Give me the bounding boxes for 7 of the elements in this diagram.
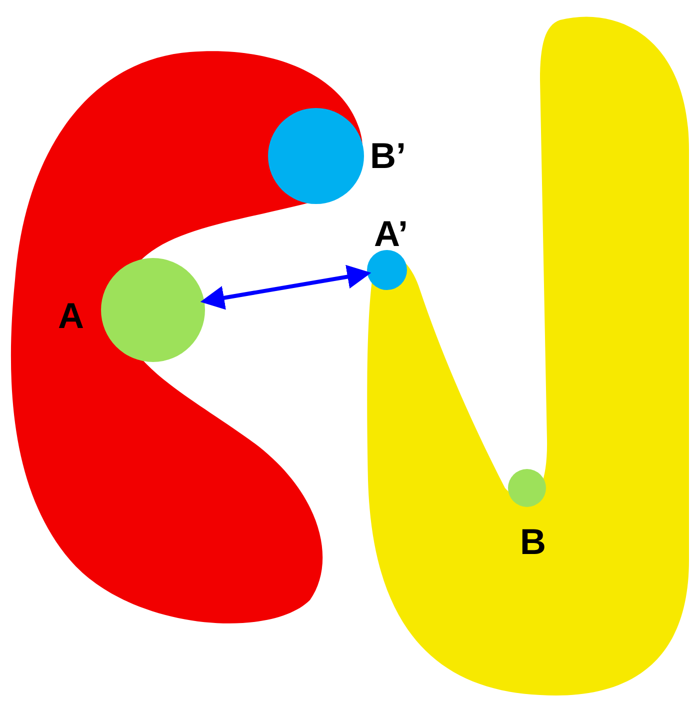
point-label: A xyxy=(58,298,84,334)
double-arrow xyxy=(200,264,372,310)
circle-marker xyxy=(367,250,407,290)
point-label: B xyxy=(520,524,546,560)
point-label: B’ xyxy=(370,138,406,174)
point-label: A’ xyxy=(374,216,408,252)
circle-marker xyxy=(508,469,546,507)
